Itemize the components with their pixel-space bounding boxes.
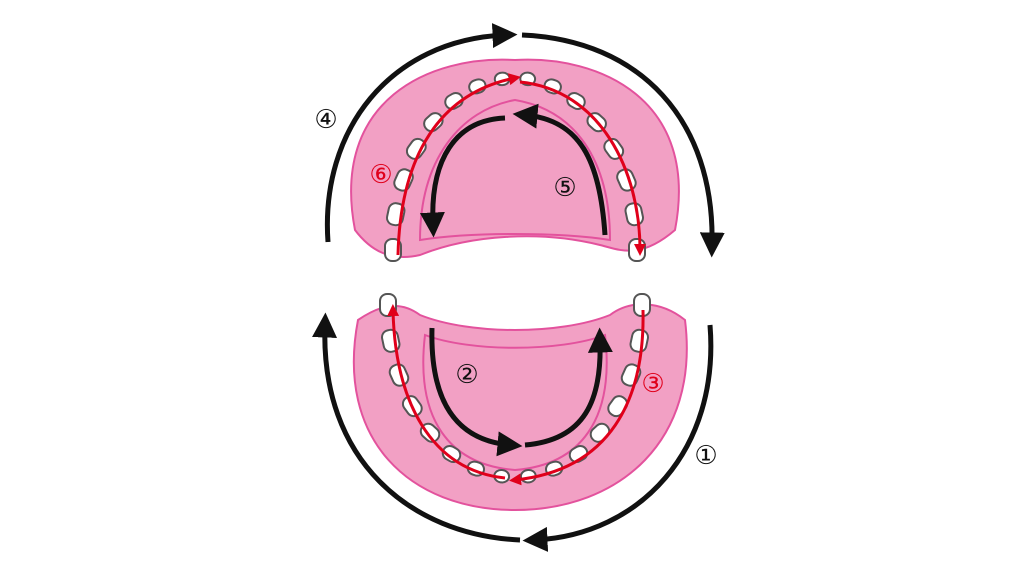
- tooth: [444, 92, 464, 110]
- lower-jaw: [352, 293, 688, 512]
- step-label-outer-upper: ④: [314, 105, 337, 135]
- red-arrow-lower-left: [387, 304, 506, 480]
- step-label-outer-lower: ①: [694, 441, 717, 471]
- upper-palate: [418, 98, 612, 242]
- step-label-chewing-lower: ③: [641, 369, 664, 399]
- tooth: [628, 238, 646, 262]
- tooth: [441, 445, 462, 463]
- arrow-inner-upper-right: [512, 103, 608, 236]
- arrow-outer-top-left: [324, 23, 518, 243]
- step-label-chewing-upper: ⑥: [369, 160, 392, 190]
- red-arrow-upper-right: [519, 80, 646, 256]
- arrow-inner-upper-left: [419, 115, 506, 238]
- arrow-outer-top-right: [521, 32, 725, 258]
- tooth: [423, 112, 444, 133]
- red-arrow-lower-right: [509, 309, 645, 486]
- arrow-inner-lower-right: [524, 327, 613, 448]
- arrow-outer-bottom-right: [522, 324, 714, 552]
- step-label-inner-lower: ②: [455, 360, 478, 390]
- tooth: [405, 137, 427, 160]
- tooth: [543, 78, 562, 95]
- red-arrow-upper-left: [396, 73, 521, 256]
- step-label-inner-upper: ⑤: [553, 173, 576, 203]
- arrow-outer-bottom-left: [312, 312, 521, 543]
- arrow-inner-lower-left: [429, 327, 523, 457]
